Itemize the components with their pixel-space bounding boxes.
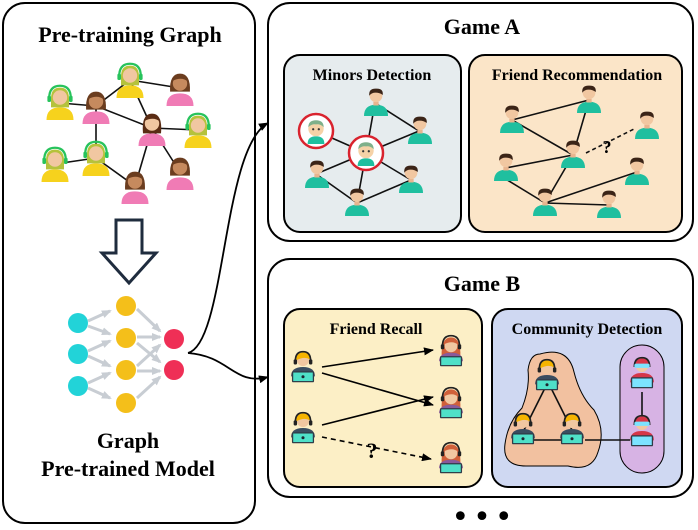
friend-rec-question-mark: ? (603, 137, 612, 157)
game-a-title: Game A (444, 14, 520, 39)
pre-training-graph-title: Pre-training Graph (38, 22, 222, 47)
nn-output-node-2 (164, 360, 184, 380)
more-indicator: ••• (451, 500, 516, 530)
nn-hidden-node-1 (116, 296, 136, 316)
friend-recall-dashed-edge (321, 436, 432, 462)
community-detection-title: Community Detection (512, 321, 663, 338)
arrow-to-game-b (187, 352, 269, 384)
model-label-line2: Pre-trained Model (41, 456, 215, 481)
nn-connections (87, 307, 162, 400)
nn-input-node-1 (68, 313, 88, 333)
friend-recall-friend-1 (438, 334, 464, 368)
down-arrow-icon (98, 218, 160, 286)
nn-input-node-2 (68, 344, 88, 364)
friend-recall-friend-2 (438, 386, 464, 420)
minors-detection-title: Minors Detection (313, 67, 432, 84)
friend-rec-dashed-edge (585, 127, 637, 154)
nn-hidden-node-2 (116, 328, 136, 348)
friend-recall-friend-3 (438, 441, 464, 475)
nn-hidden-node-4 (116, 393, 136, 413)
minor-kid-icon-1 (307, 120, 325, 144)
friend-recall-edges (321, 347, 434, 426)
arrow-to-game-a (187, 122, 269, 354)
game-b-title: Game B (444, 271, 521, 296)
nn-input-node-3 (68, 376, 88, 396)
friend-recommendation-title: Friend Recommendation (492, 67, 662, 84)
friend-rec-edges (503, 99, 638, 206)
nn-hidden-node-3 (116, 360, 136, 380)
friend-recall-question-mark: ? (367, 438, 378, 463)
model-label-line1: Graph (97, 428, 159, 453)
minor-kid-icon-2 (357, 142, 375, 166)
nn-output-node-1 (164, 329, 184, 349)
friend-recall-title: Friend Recall (330, 321, 423, 338)
